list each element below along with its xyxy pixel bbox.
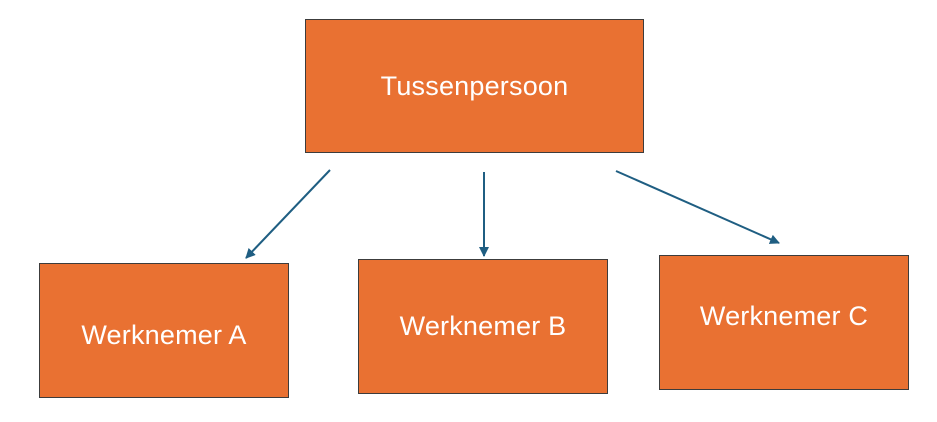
node-tussenpersoon-label: Tussenpersoon [380,70,569,101]
node-werknemer-c-label: Werknemer C [699,301,869,331]
node-werknemer-a-label: Werknemer A [81,320,247,350]
node-werknemer-b: Werknemer B [358,259,608,394]
node-werknemer-b-label: Werknemer B [399,311,567,341]
arrow-to-werknemer-a [245,169,331,259]
node-werknemer-a: Werknemer A [39,263,289,398]
node-tussenpersoon: Tussenpersoon [305,19,644,153]
arrow-to-werknemer-c [615,170,780,244]
node-werknemer-c: Werknemer C [659,255,909,390]
